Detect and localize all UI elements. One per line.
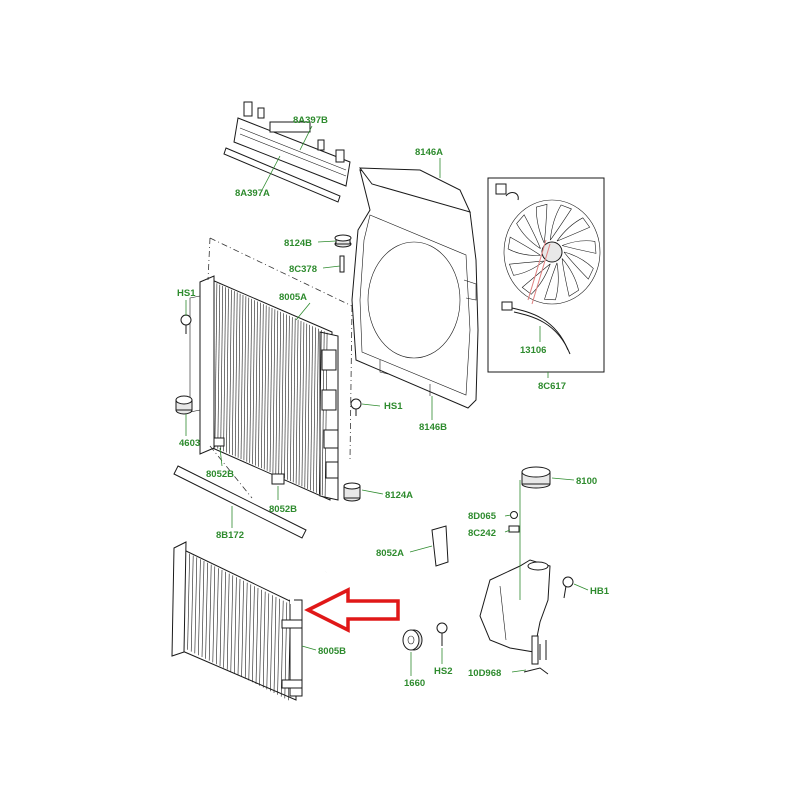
mount-8124a[interactable]: [343, 482, 361, 502]
condenser-8005b[interactable]: [171, 541, 327, 701]
label-8005b: 8005B: [318, 646, 346, 657]
left-arrow-icon: [304, 587, 400, 633]
upper-panel-8a397b[interactable]: [233, 101, 351, 187]
lower-seal-8a397a[interactable]: [223, 147, 341, 203]
label-8c378: 8C378: [289, 264, 317, 275]
mount-8124b[interactable]: [334, 234, 352, 248]
fan-assembly-8c617[interactable]: [487, 177, 605, 373]
label-hb1: HB1: [590, 586, 610, 597]
pulley-1660[interactable]: [402, 629, 423, 651]
bracket-8052b-top[interactable]: [213, 437, 225, 447]
hose-10d968[interactable]: [523, 667, 549, 675]
radiator-8005a[interactable]: [189, 275, 339, 501]
label-8005a: 8005A: [279, 292, 307, 303]
label-8100: 8100: [576, 476, 597, 487]
label-8124b: 8124B: [284, 238, 312, 249]
label-8d065: 8D065: [468, 511, 497, 522]
label-hs1-left: HS1: [177, 288, 196, 299]
label-8052b-bottom: 8052B: [269, 504, 297, 515]
cap-8100[interactable]: [521, 466, 551, 489]
label-8a397a: 8A397A: [235, 188, 270, 199]
bolt-hs1-right[interactable]: [350, 398, 362, 416]
label-8c242: 8C242: [468, 528, 496, 539]
label-hs1-right: HS1: [384, 401, 403, 412]
label-hs2: HS2: [434, 666, 452, 677]
label-8052a: 8052A: [376, 548, 404, 559]
seal-8b172[interactable]: [173, 465, 307, 539]
mount-4603[interactable]: [175, 395, 193, 415]
fan-shroud-8146[interactable]: [351, 167, 479, 409]
pin-8c378[interactable]: [339, 255, 345, 273]
sensor-8d065[interactable]: [510, 511, 518, 519]
label-8146b: 8146B: [419, 422, 447, 433]
label-8c617: 8C617: [538, 381, 566, 392]
label-8a397b: 8A397B: [293, 115, 328, 126]
label-13106: 13106: [520, 345, 546, 356]
label-8124a: 8124A: [385, 490, 413, 501]
label-8052b-top: 8052B: [206, 469, 234, 480]
leader-lines: [185, 125, 589, 676]
harness-13106[interactable]: [501, 301, 571, 355]
bolt-hb1[interactable]: [562, 576, 574, 599]
label-8146a: 8146A: [415, 147, 443, 158]
bolt-hs2[interactable]: [436, 622, 448, 646]
label-4603: 4603: [179, 438, 200, 449]
bracket-8052b-bottom[interactable]: [271, 473, 285, 485]
label-10d968: 10D968: [468, 668, 501, 679]
bracket-8052a[interactable]: [431, 525, 449, 567]
clip-8c242[interactable]: [508, 525, 520, 533]
label-8b172: 8B172: [216, 530, 244, 541]
expansion-tank[interactable]: [479, 559, 551, 665]
label-1660: 1660: [404, 678, 425, 689]
bolt-hs1-left[interactable]: [180, 314, 192, 334]
